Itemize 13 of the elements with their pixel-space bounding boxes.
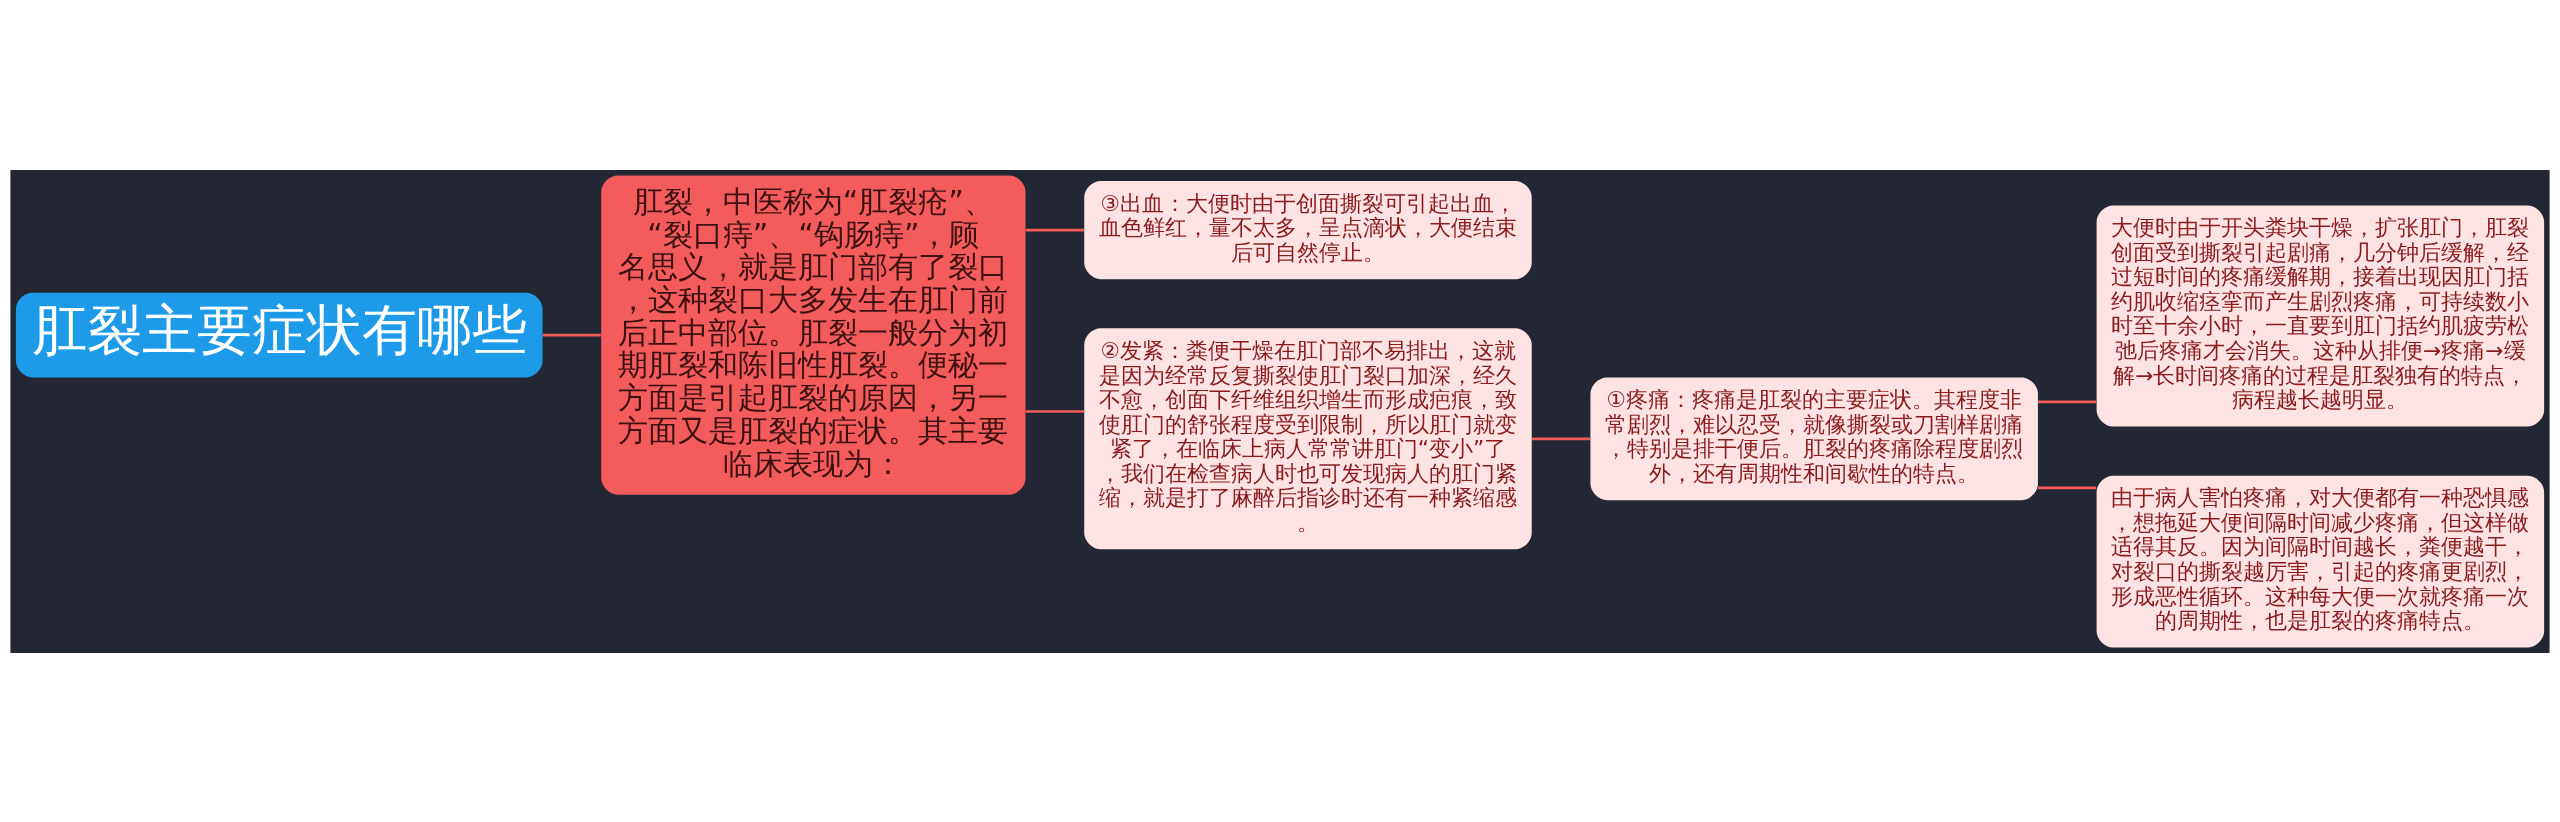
connector: [542, 333, 601, 336]
node-box: ②发紧：粪便干燥在肛门部不易排出，这就是因为经常反复撕裂使肛门裂口加深，经久不愈，创面下纤维组织增生而形成疤痕，致使肛门的舒张程度受到限制，所以肛门就变紧了，在临床上病人常常讲肛门“变小”了，我们在检查病人时也可发现病人的肛门紧缩，就是打了麻醉后指诊时还有一种紧缩感。: [1084, 327, 1532, 549]
connector: [1025, 409, 1085, 413]
node-box: 大便时由于开头粪块干燥，扩张肛门，肛裂创面受到撕裂引起剧痛，几分钟后缓解，经过短时间的疼痛缓解期，接着出现因肛门括约肌收缩痉挛而产生剧烈疼痛，可持续数小时至十余小时，一直要到肛门括约肌疲劳松弛后疼痛才会消失。这种从排便→疼痛→缓解→长时间疼痛的过程是肛裂独有的特点，病程越长越明显。: [2096, 204, 2545, 426]
node-box: ③出血：大便时由于创面撕裂可引起出血，血色鲜红，量不太多，呈点滴状，大便结束后可自然停止。: [1084, 180, 1532, 279]
node-box: 肛裂，中医称为“肛裂疮”、“裂口痔”、“钩肠痔”，顾名思义，就是肛门部有了裂口，这种裂口大多发生在肛门前后正中部位。肛裂一般分为初期肛裂和陈旧性肛裂。便秘一方面是引起肛裂的原因，另一方面又是肛裂的症状。其主要临床表现为：: [601, 174, 1026, 495]
connector: [2038, 400, 2097, 403]
connector: [1531, 436, 1591, 440]
node-box: ①疼痛：疼痛是肛裂的主要症状。其程度非常剧烈，难以忍受，就像撕裂或刀割样剧痛，特别是排干便后。肛裂的疼痛除程度剧烈外，还有周期性和间歇性的特点。: [1590, 376, 2038, 500]
connector: [2038, 486, 2097, 489]
node-box: 肛裂主要症状有哪些: [15, 292, 543, 377]
node-box: 由于病人害怕疼痛，对大便都有一种恐惧感，想拖延大便间隔时间减少疼痛，但这样做适得其反。因为间隔时间越长，粪便越干，对裂口的撕裂越厉害，引起的疼痛更剧烈，形成恶性循环。这种每大便一次就疼痛一次的周期性，也是肛裂的疼痛特点。: [2096, 475, 2545, 648]
connector: [1025, 228, 1085, 231]
